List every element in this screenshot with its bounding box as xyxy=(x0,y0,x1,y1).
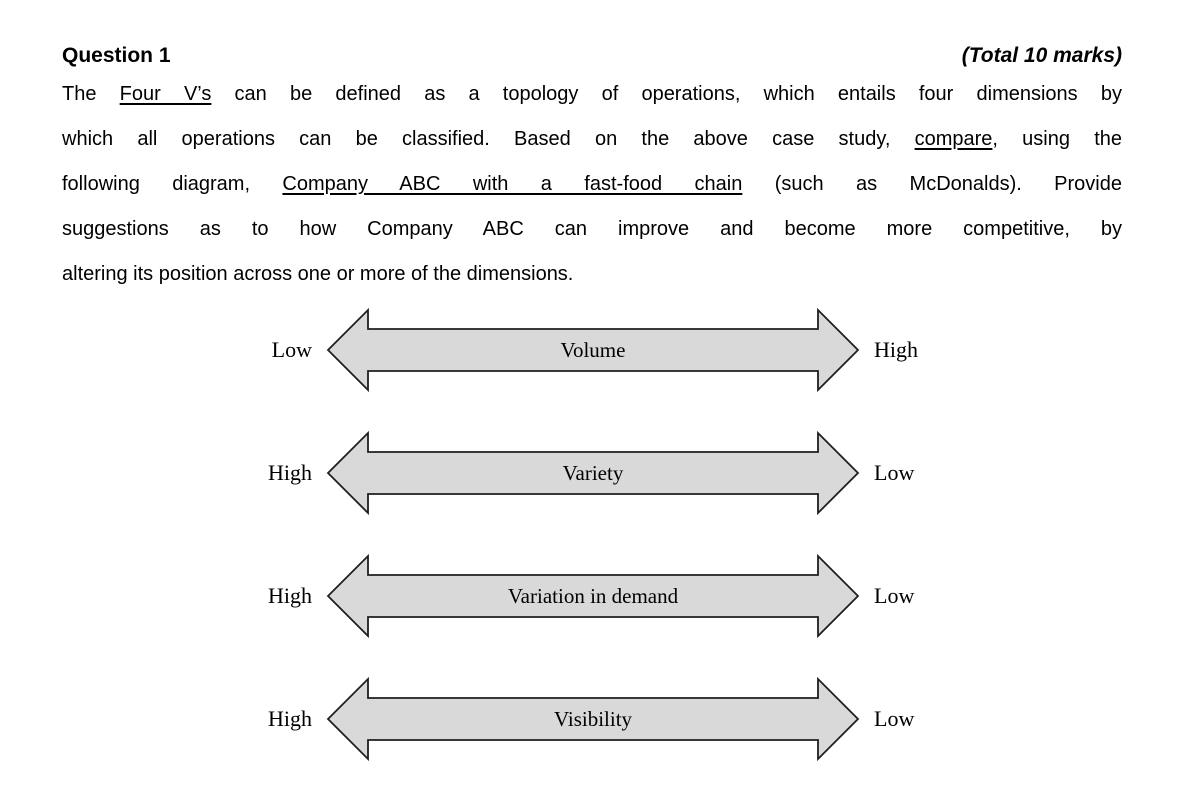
dimension-row: High Variation in demand Low xyxy=(0,553,1186,639)
scale-label-right: Low xyxy=(874,706,915,731)
scale-label-left: High xyxy=(268,706,312,731)
text-segment: which all operations can be classified. … xyxy=(62,128,915,150)
text-segment: altering its position across one or more… xyxy=(62,263,574,285)
paragraph-line: altering its position across one or more… xyxy=(62,252,1122,297)
paragraph-line: which all operations can be classified. … xyxy=(62,117,1122,162)
text-segment: Company ABC with a fast-food chain xyxy=(282,173,743,195)
double-arrow-shape-icon xyxy=(326,676,860,762)
text-segment: can be defined as a topology of operatio… xyxy=(211,83,1122,105)
text-segment: (such as McDonalds). Provide xyxy=(742,173,1122,195)
scale-label-left: High xyxy=(268,583,312,608)
double-arrow: Volume xyxy=(325,307,861,393)
paragraph-line: The Four V’s can be defined as a topolog… xyxy=(62,72,1122,117)
double-arrow: Visibility xyxy=(325,676,861,762)
text-segment: following diagram, xyxy=(62,173,283,195)
dimension-row: Low Volume High xyxy=(0,307,1186,393)
scale-label-right: High xyxy=(874,337,918,362)
total-marks-label: (Total 10 marks) xyxy=(961,44,1122,67)
double-arrow: Variation in demand xyxy=(325,553,861,639)
double-arrow-shape-icon xyxy=(326,307,860,393)
text-segment: The xyxy=(62,83,120,105)
paragraph-line: following diagram, Company ABC with a fa… xyxy=(62,162,1122,207)
double-arrow-shape-icon xyxy=(326,430,860,516)
scale-label-left: Low xyxy=(271,337,312,362)
scale-label-right: Low xyxy=(874,460,915,485)
question-header: Question 1 (Total 10 marks) xyxy=(0,0,1186,68)
scale-label-right: Low xyxy=(874,583,915,608)
scale-label-left: High xyxy=(268,460,312,485)
double-arrow: Variety xyxy=(325,430,861,516)
text-segment: Four V’s xyxy=(119,83,212,105)
dimension-row: High Variety Low xyxy=(0,430,1186,516)
dimension-row: High Visibility Low xyxy=(0,676,1186,762)
text-segment: compare xyxy=(914,128,993,150)
text-segment: suggestions as to how Company ABC can im… xyxy=(62,218,1122,240)
text-segment: , using the xyxy=(992,128,1122,150)
question-title: Question 1 xyxy=(62,44,171,67)
double-arrow-shape-icon xyxy=(326,553,860,639)
question-paragraph: The Four V’s can be defined as a topolog… xyxy=(0,68,1186,297)
paragraph-line: suggestions as to how Company ABC can im… xyxy=(62,207,1122,252)
